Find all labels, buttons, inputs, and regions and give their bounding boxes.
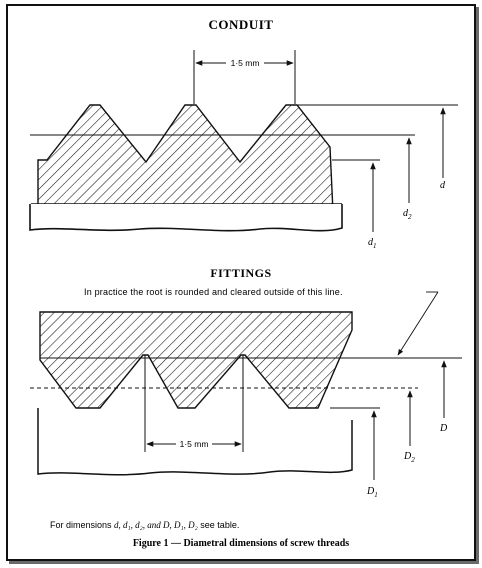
conduit-thread-profile [37,104,334,213]
fittings-pitch-label: 1·5 mm [180,439,209,449]
conduit-break-line [29,204,343,232]
figure-frame [6,4,476,561]
root-note: In practice the root is rounded and clea… [84,287,343,297]
conduit-title: CONDUIT [209,17,274,32]
label-d: d [440,180,446,191]
figure-caption: Figure 1 — Diametral dimensions of screw… [132,538,350,549]
fittings-break-line [37,408,353,476]
label-D1: D1 [366,486,378,499]
label-d1: d1 [368,237,377,250]
fittings-title: FITTINGS [210,266,271,280]
fittings-thread-profile [39,311,353,409]
footnote: For dimensions d, d₁, d₂, and D, D₁, D₂ … [50,520,240,530]
label-d2: d2 [403,208,412,221]
conduit-diameter-arrows [370,107,446,232]
fittings-pitch-dimension: 1·5 mm [144,355,244,452]
label-D2: D2 [403,451,415,464]
conduit-pitch-dimension: 1·5 mm [193,50,296,104]
label-D: D [439,423,448,434]
fittings-diameter-arrows [371,360,447,480]
conduit-pitch-label: 1·5 mm [231,58,260,68]
